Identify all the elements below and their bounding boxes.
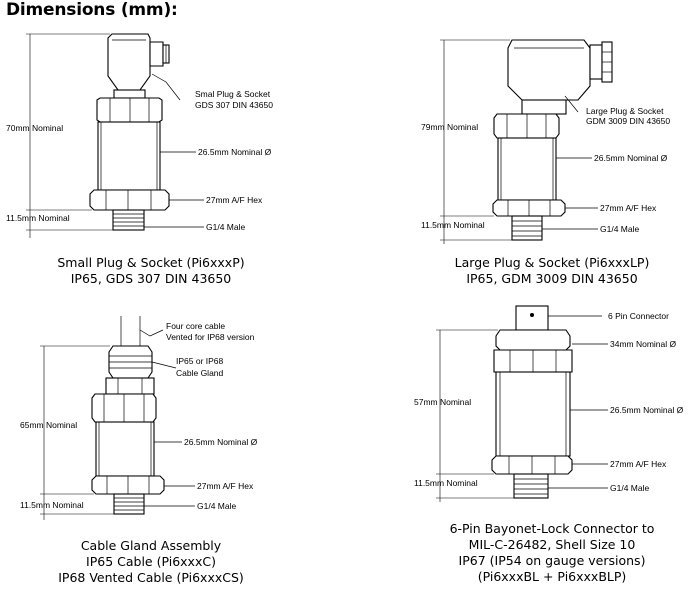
large-plug-caption: Large Plug & Socket (Pi6xxxLP) IP65, GDM… <box>420 255 684 287</box>
caption-line: (Pi6xxxBL + Pi6xxxBLP) <box>477 569 627 584</box>
small-connector-label-1: Smal Plug & Socket <box>195 89 271 99</box>
bayonet-diameter-label: 26.5mm Nominal Ø <box>610 405 684 415</box>
gland-height-label: 65mm Nominal <box>20 420 77 430</box>
small-thread-label: G1/4 Male <box>206 222 245 232</box>
bayonet-hex-label: 27mm A/F Hex <box>610 459 667 469</box>
large-thread-label: G1/4 Male <box>600 224 639 234</box>
large-height-label: 79mm Nominal <box>421 122 478 132</box>
cable-gland-caption: Cable Gland Assembly IP65 Cable (Pi6xxxC… <box>28 538 274 586</box>
lower-hex <box>89 189 170 211</box>
gland-thread-height-label: 11.5mm Nominal <box>20 500 84 510</box>
g14-thread <box>511 215 543 241</box>
large-hex-label: 27mm A/F Hex <box>600 203 657 213</box>
caption-line: IP68 Vented Cable (Pi6xxxCS) <box>58 570 244 585</box>
bayonet-caption: 6-Pin Bayonet-Lock Connector to MIL-C-26… <box>420 521 684 585</box>
small-plug-caption: Small Plug & Socket (Pi6xxxP) IP65, GDS … <box>28 255 274 287</box>
plug-side-connector <box>149 41 164 67</box>
caption-line: MIL-C-26482, Shell Size 10 <box>468 537 636 552</box>
gland-diameter-label: 26.5mm Nominal Ø <box>184 437 258 447</box>
upper-hex <box>493 113 560 139</box>
cable-gland-sensor: 65mm Nominal 11.5mm Nominal Four core ca… <box>20 316 258 520</box>
bayonet-connector-label: 6 Pin Connector <box>608 311 669 321</box>
bayonet-sensor: 57mm Nominal 11.5mm Nominal 6 Pin Connec… <box>414 305 684 502</box>
sensor-body <box>495 371 571 457</box>
gland-thread-label: G1/4 Male <box>197 501 236 511</box>
sensor-body <box>95 421 155 477</box>
bayonet-thread-label: G1/4 Male <box>610 483 649 493</box>
large-thread-height-label: 11.5mm Nominal <box>421 220 485 230</box>
page-title: Dimensions (mm): <box>6 0 178 20</box>
large-diameter-label: 26.5mm Nominal Ø <box>594 153 668 163</box>
caption-line: IP67 (IP54 on gauge versions) <box>458 553 646 568</box>
gland-gland-label-1: IP65 or IP68 <box>176 356 224 366</box>
six-pin-connector <box>515 305 549 331</box>
small-plug-sensor: 70mm Nominal 11.5mm Nominal Smal Plug & … <box>6 33 273 238</box>
small-diameter-label: 26.5mm Nominal Ø <box>198 147 272 157</box>
bayonet-thread-height-label: 11.5mm Nominal <box>414 478 478 488</box>
sensor-body <box>97 121 161 191</box>
caption-line: Large Plug & Socket (Pi6xxxLP) <box>454 255 650 270</box>
caption-line: Cable Gland Assembly <box>80 538 222 553</box>
sensor-body <box>497 137 557 201</box>
g14-thread <box>113 493 145 515</box>
small-height-label: 70mm Nominal <box>6 123 63 133</box>
gland-cable-label-1: Four core cable <box>166 321 225 331</box>
gland-cable-label-2: Vented for IP68 version <box>166 332 255 342</box>
small-connector-label-2: GDS 307 DIN 43650 <box>195 100 273 110</box>
bayonet-top-diameter-label: 34mm Nominal Ø <box>610 339 677 349</box>
caption-line: IP65, GDS 307 DIN 43650 <box>70 271 232 286</box>
connector-shell <box>495 329 571 351</box>
gland-gland-label-2: Cable Gland <box>176 368 224 378</box>
large-connector-label-1: Large Plug & Socket <box>586 106 664 116</box>
bayonet-height-label: 57mm Nominal <box>414 397 471 407</box>
plug-housing <box>107 33 151 91</box>
large-connector-label-2: GDM 3009 DIN 43650 <box>586 116 670 126</box>
gland-hex-label: 27mm A/F Hex <box>197 481 254 491</box>
g14-thread <box>112 209 145 231</box>
large-plug-sensor: 79mm Nominal 11.5mm Nominal Large Plug &… <box>421 39 670 244</box>
plug-housing <box>507 39 591 101</box>
sensor-neck <box>113 89 146 99</box>
small-thread-height-label: 11.5mm Nominal <box>6 213 70 223</box>
plug-side-connector <box>589 44 603 80</box>
caption-line: Small Plug & Socket (Pi6xxxP) <box>57 255 245 270</box>
caption-line: 6-Pin Bayonet-Lock Connector to <box>449 521 655 536</box>
caption-line: IP65, GDM 3009 DIN 43650 <box>466 271 638 286</box>
g14-thread <box>513 473 549 499</box>
upper-hex <box>96 97 163 123</box>
small-hex-label: 27mm A/F Hex <box>206 195 263 205</box>
caption-line: IP65 Cable (Pi6xxxC) <box>86 554 216 569</box>
sensor-neck <box>521 99 567 115</box>
